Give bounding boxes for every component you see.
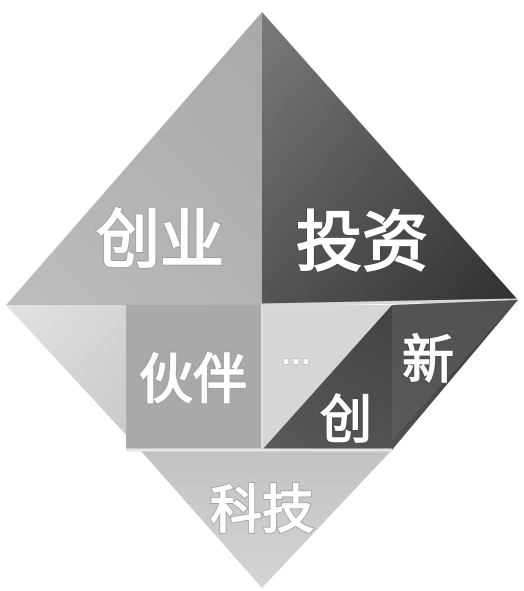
label-chuangye: 创业 [96,204,224,278]
label-chuang: 创 [319,391,372,451]
piece-touzi [262,12,518,305]
label-keji: 科技 [210,481,314,541]
piece-xin-highlight [392,300,518,440]
label-huoban: 伙伴 [139,348,247,411]
piece-left-middle [6,305,140,450]
piece-huoban [126,305,262,450]
divider-top-right [261,298,519,307]
label-ellipsis: ... [281,341,311,371]
piece-keji [140,450,392,588]
label-xin: 新 [402,331,454,391]
piece-chuangye [6,12,262,305]
label-touzi: 投资 [296,204,428,281]
